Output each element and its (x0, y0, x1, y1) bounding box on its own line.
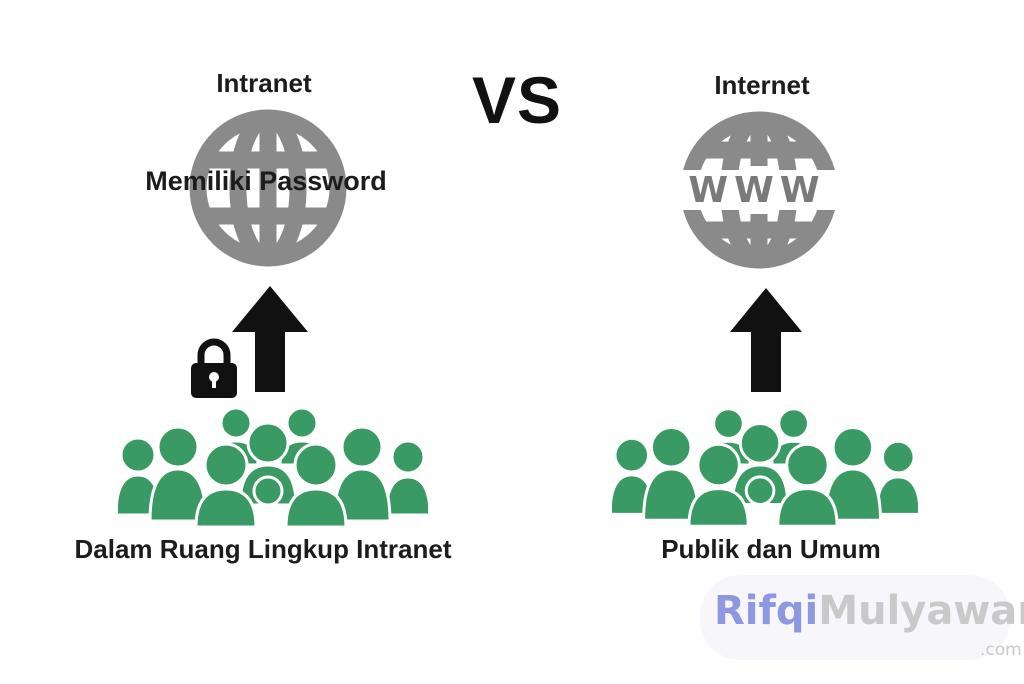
watermark-logo: RifqiMulyawan (714, 588, 1024, 634)
intranet-title: Intranet (216, 68, 312, 98)
watermark-part2: Mulyawan (818, 588, 1024, 634)
vs-label: VS (471, 63, 563, 137)
people-crowd-icon (612, 407, 918, 527)
www-label: WWW (688, 170, 826, 211)
internet-title: Internet (714, 70, 810, 100)
people-crowd-icon (118, 406, 428, 527)
password-label: Memiliki Password (145, 166, 387, 196)
lock-icon (191, 338, 237, 398)
globe-icon (189, 109, 347, 267)
watermark-suffix: .com (980, 640, 1022, 660)
watermark-part1: Rifqi (714, 588, 819, 634)
intranet-caption: Dalam Ruang Lingkup Intranet (74, 534, 452, 564)
globe-www-icon (679, 111, 839, 269)
watermark-background (700, 575, 1010, 660)
internet-caption: Publik dan Umum (661, 534, 881, 564)
arrow-up-icon (730, 288, 802, 392)
arrow-up-icon (232, 286, 308, 392)
